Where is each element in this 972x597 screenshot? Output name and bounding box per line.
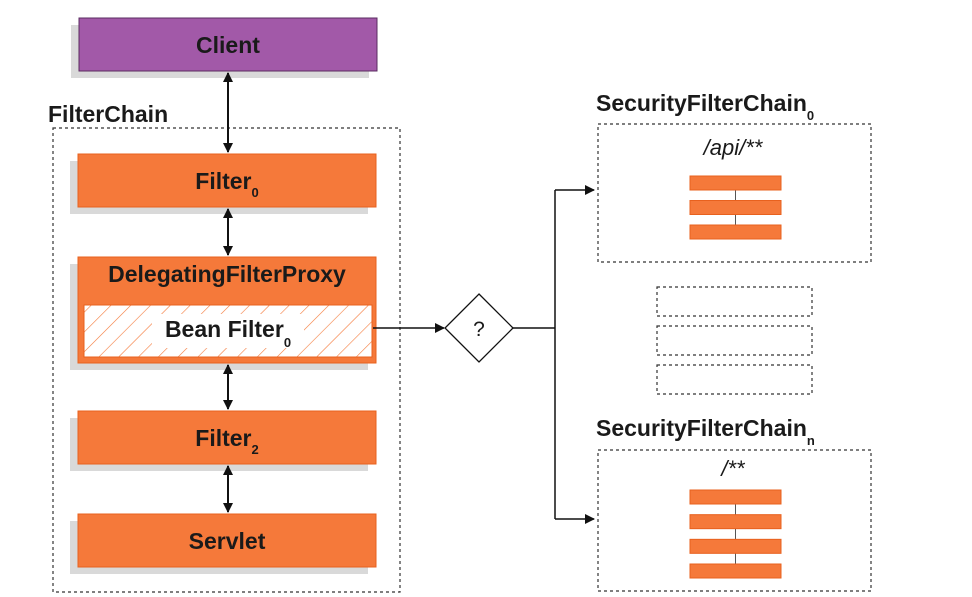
bean-filter-label: Bean Filter xyxy=(165,316,284,342)
security-chain-n-filters xyxy=(689,489,782,579)
filter2-box: Filter2 xyxy=(70,410,377,471)
security-chain-n-box: /** xyxy=(597,449,872,592)
security-filter-bar xyxy=(689,200,782,215)
client-label: Client xyxy=(196,32,260,58)
filter-chain-container xyxy=(52,127,401,593)
security-filter-bar xyxy=(689,224,782,240)
filter0-label: Filter xyxy=(195,168,251,194)
delegating-filter-proxy-box: DelegatingFilterProxy Bean Filter0 xyxy=(70,256,377,370)
decision-diamond: ? xyxy=(444,293,514,363)
security-filter-bar xyxy=(689,489,782,505)
placeholder-chains xyxy=(656,286,813,395)
client-box: Client xyxy=(71,17,378,78)
security-filter-bar xyxy=(689,538,782,554)
filter2-label: Filter xyxy=(195,425,251,451)
security-filter-bar xyxy=(689,514,782,530)
security-chain-n-pattern: /** xyxy=(719,456,746,481)
svg-text:SecurityFilterChainn: SecurityFilterChainn xyxy=(596,415,815,448)
filter0-sub: 0 xyxy=(252,185,259,200)
security-chain-n-sub: n xyxy=(807,433,815,448)
filter2-sub: 2 xyxy=(252,442,259,457)
placeholder-chain xyxy=(656,325,813,356)
security-chain-0-title: SecurityFilterChain xyxy=(596,90,807,116)
branch-connector xyxy=(513,185,595,524)
svg-text:Filter2: Filter2 xyxy=(195,425,258,457)
filter0-box: Filter0 xyxy=(70,153,377,214)
placeholder-chain xyxy=(656,364,813,395)
security-chain-n-title: SecurityFilterChain xyxy=(596,415,807,441)
bean-filter-sub: 0 xyxy=(284,335,291,350)
security-chain-0-sub: 0 xyxy=(807,108,814,123)
security-filter-bar xyxy=(689,175,782,191)
security-chain-0-filters xyxy=(689,175,782,240)
servlet-label: Servlet xyxy=(189,528,266,554)
svg-text:SecurityFilterChain0: SecurityFilterChain0 xyxy=(596,90,814,123)
security-chain-0-pattern: /api/** xyxy=(702,135,764,160)
proxy-label: DelegatingFilterProxy xyxy=(108,261,346,287)
decision-label: ? xyxy=(473,318,485,341)
placeholder-chain xyxy=(656,286,813,317)
svg-text:Filter0: Filter0 xyxy=(195,168,258,200)
svg-text:Bean Filter0: Bean Filter0 xyxy=(165,316,291,350)
filter-chain-title: FilterChain xyxy=(48,101,168,127)
bean-filter-box: Bean Filter0 xyxy=(83,304,373,358)
servlet-box: Servlet xyxy=(70,513,377,574)
security-filter-bar xyxy=(689,563,782,579)
security-chain-0-box: /api/** xyxy=(597,123,872,263)
